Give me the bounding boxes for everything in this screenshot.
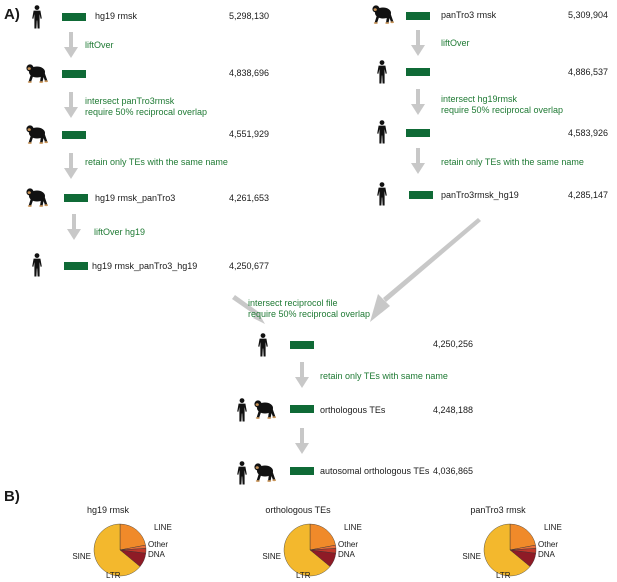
human-icon bbox=[376, 120, 388, 144]
human-icon bbox=[31, 253, 43, 277]
step-annotation: liftOver bbox=[441, 38, 470, 48]
arrow-down-icon bbox=[295, 362, 309, 388]
te-bar bbox=[290, 405, 314, 413]
step-annotation: intersect panTro3rmsk require 50% recipr… bbox=[85, 96, 208, 117]
human-icon bbox=[236, 461, 248, 485]
arrow-diagonal-icon bbox=[370, 218, 481, 322]
te-bar bbox=[290, 341, 314, 349]
count: 4,838,696 bbox=[229, 68, 270, 78]
arrow-down-icon bbox=[64, 32, 78, 58]
pie-title: orthologous TEs bbox=[265, 505, 331, 515]
count: 5,309,904 bbox=[568, 10, 609, 20]
arrow-diagonal-icon bbox=[232, 295, 265, 324]
chimp-icon bbox=[371, 4, 395, 24]
pie-label-sine: SINE bbox=[462, 552, 481, 561]
orthologous-tes-label: orthologous TEs bbox=[320, 405, 386, 415]
hg19-rmsk-label: hg19 rmsk bbox=[95, 11, 138, 21]
arrow-down-icon bbox=[64, 92, 78, 118]
pantro3-rmsk-label: panTro3 rmsk bbox=[441, 10, 497, 20]
pie-label-ltr: LTR bbox=[106, 571, 121, 580]
count: 4,583,926 bbox=[568, 128, 609, 138]
pie-label-line: LINE bbox=[544, 523, 562, 532]
chimp-icon bbox=[25, 124, 49, 144]
arrow-down-icon bbox=[295, 428, 309, 454]
pantro3rmsk-hg19-label: panTro3rmsk_hg19 bbox=[441, 190, 519, 200]
pie-label-line: LINE bbox=[344, 523, 362, 532]
pie-slice-sine bbox=[283, 523, 331, 577]
count: 4,248,188 bbox=[433, 405, 474, 415]
arrow-down-icon bbox=[411, 89, 425, 115]
count: 4,261,653 bbox=[229, 193, 270, 203]
step-annotation: liftOver hg19 bbox=[94, 227, 146, 237]
arrow-down-icon bbox=[411, 148, 425, 174]
human-icon bbox=[257, 333, 269, 357]
step-annotation: retain only TEs with same name bbox=[320, 371, 448, 381]
count: 5,298,130 bbox=[229, 11, 270, 21]
chimp-icon bbox=[253, 462, 277, 482]
human-icon bbox=[376, 182, 388, 206]
te-bar bbox=[62, 13, 86, 21]
pie-title: panTro3 rmsk bbox=[470, 505, 526, 515]
panel-a-label: A) bbox=[4, 6, 20, 23]
count: 4,250,256 bbox=[433, 339, 474, 349]
pie-label-other: Other bbox=[538, 540, 558, 549]
arrow-down-icon bbox=[67, 214, 81, 240]
step-annotation: intersect hg19rmsk require 50% reciproca… bbox=[441, 94, 564, 115]
pie-label-other: Other bbox=[148, 540, 168, 549]
chimp-icon bbox=[25, 187, 49, 207]
step-annotation: intersect reciprocol file require 50% re… bbox=[248, 298, 371, 319]
hg19-rmsk-pantro3-hg19-label: hg19 rmsk_panTro3_hg19 bbox=[92, 261, 198, 271]
te-bar bbox=[62, 131, 86, 139]
chimp-icon bbox=[25, 63, 49, 83]
te-bar bbox=[406, 129, 430, 137]
pie-charts: hg19 rmskLINEOtherDNALTRSINEorthologous … bbox=[72, 505, 562, 580]
pie-slice-line bbox=[309, 523, 336, 551]
step-annotation: retain only TEs with the same name bbox=[441, 157, 584, 167]
panel-b-label: B) bbox=[4, 488, 20, 505]
count: 4,285,147 bbox=[568, 190, 609, 200]
step-annotation: liftOver bbox=[85, 40, 114, 50]
pie-slice-sine bbox=[93, 523, 141, 577]
te-bar bbox=[64, 262, 88, 270]
pie-label-dna: DNA bbox=[338, 550, 356, 559]
step-annotation: retain only TEs with the same name bbox=[85, 157, 228, 167]
human-icon bbox=[376, 60, 388, 84]
arrow-down-icon bbox=[411, 30, 425, 56]
count: 4,036,865 bbox=[433, 466, 474, 476]
pie-label-line: LINE bbox=[154, 523, 172, 532]
autosomal-orthologous-tes-label: autosomal orthologous TEs bbox=[320, 466, 430, 476]
pie-slice-sine bbox=[483, 523, 531, 577]
pie-slice-line bbox=[119, 523, 146, 551]
arrow-down-icon bbox=[64, 153, 78, 179]
te-bar bbox=[406, 12, 430, 20]
count: 4,250,677 bbox=[229, 261, 270, 271]
human-icon bbox=[31, 5, 43, 29]
pie-label-ltr: LTR bbox=[496, 571, 511, 580]
pie-label-other: Other bbox=[338, 540, 358, 549]
chimp-icon bbox=[253, 399, 277, 419]
pie-label-sine: SINE bbox=[262, 552, 281, 561]
te-bar bbox=[64, 194, 88, 202]
te-bar bbox=[406, 68, 430, 76]
pie-label-dna: DNA bbox=[538, 550, 556, 559]
te-bar bbox=[409, 191, 433, 199]
te-bar bbox=[62, 70, 86, 78]
pie-label-ltr: LTR bbox=[296, 571, 311, 580]
count: 4,551,929 bbox=[229, 129, 270, 139]
te-bar bbox=[290, 467, 314, 475]
pie-title: hg19 rmsk bbox=[87, 505, 130, 515]
count: 4,886,537 bbox=[568, 67, 609, 77]
human-icon bbox=[236, 398, 248, 422]
pie-slice-line bbox=[509, 523, 536, 551]
pie-label-dna: DNA bbox=[148, 550, 166, 559]
hg19-rmsk-pantro3-label: hg19 rmsk_panTro3 bbox=[95, 193, 176, 203]
pie-label-sine: SINE bbox=[72, 552, 91, 561]
